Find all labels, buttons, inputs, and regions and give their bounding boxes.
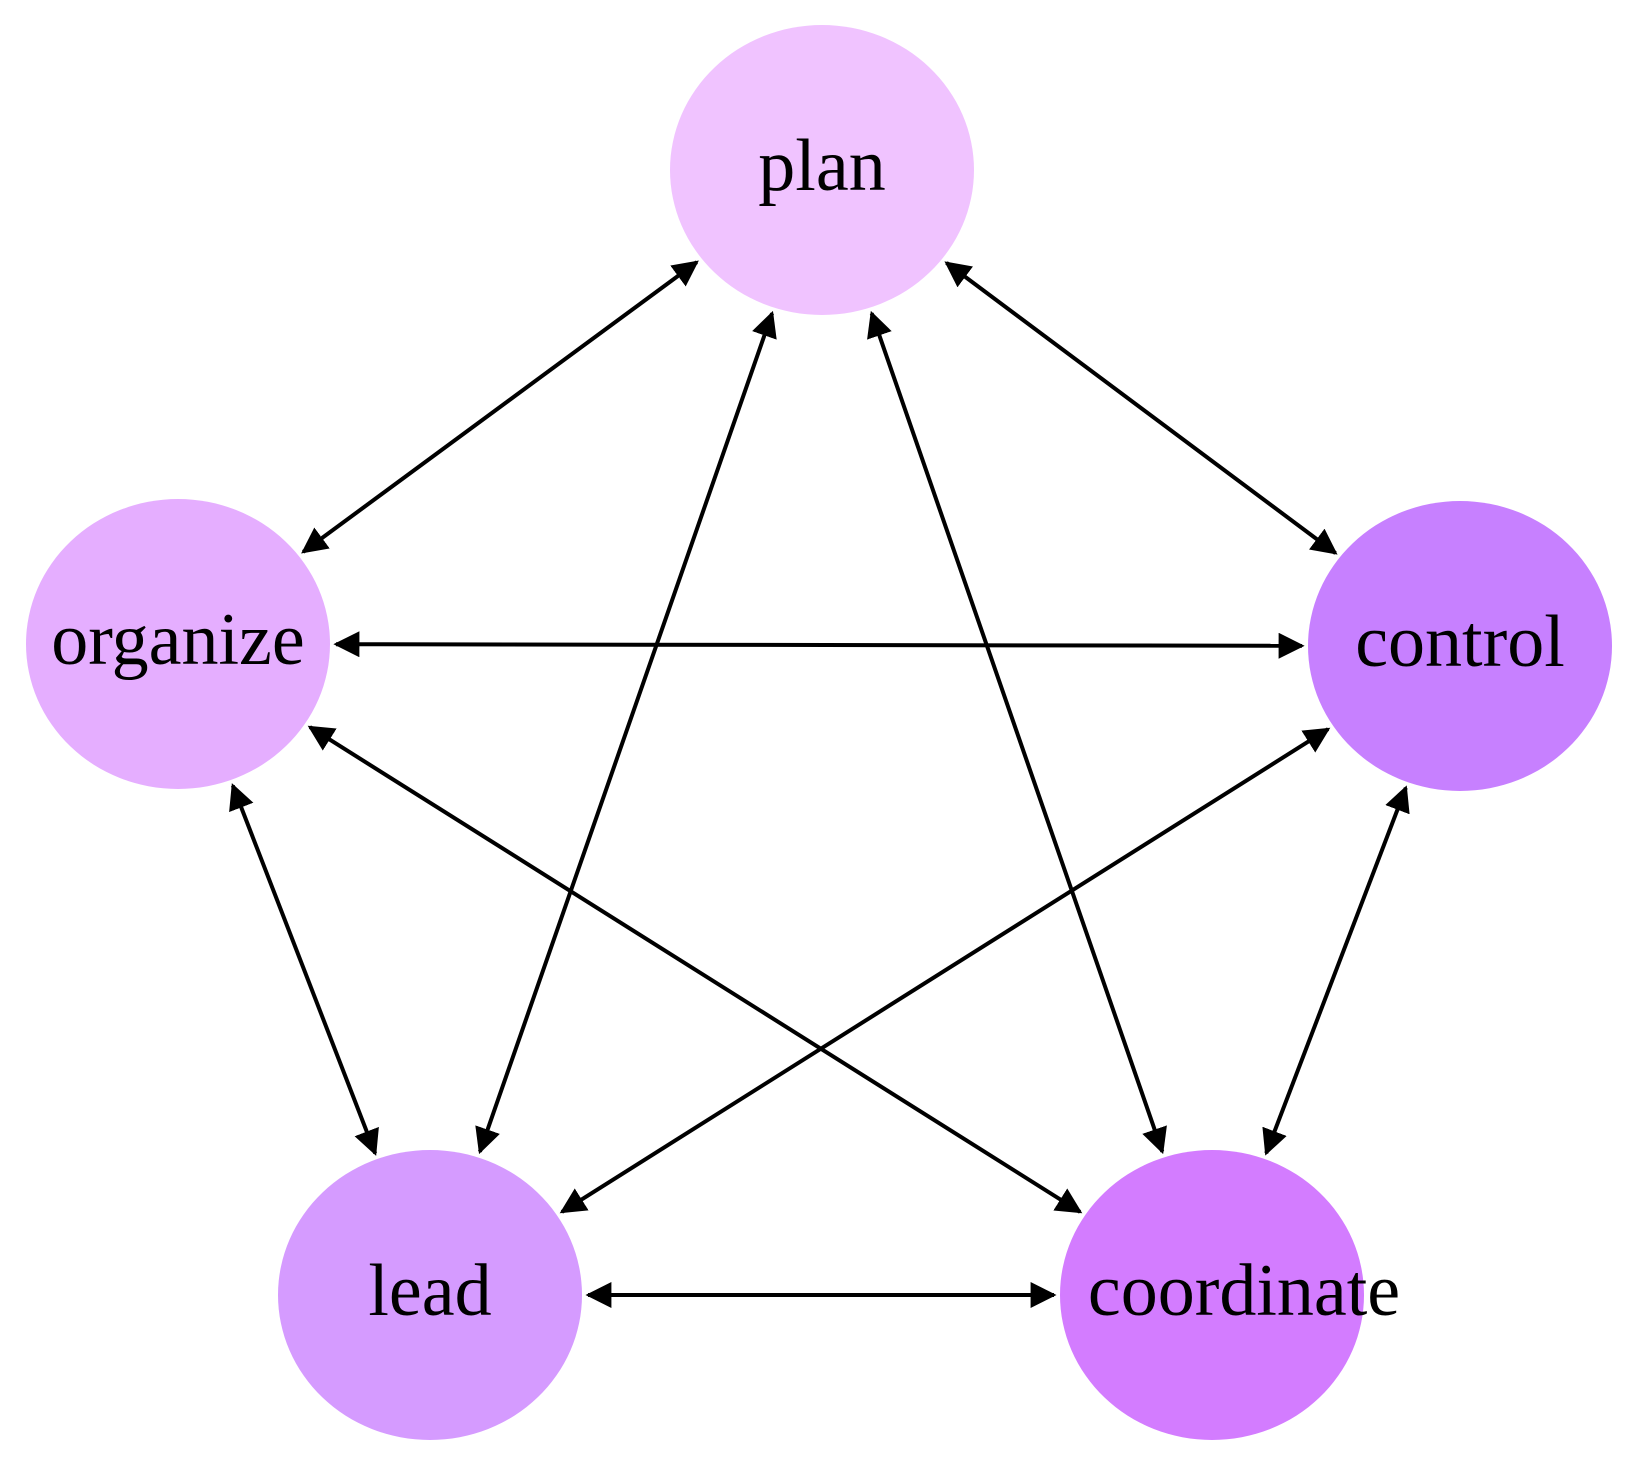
node-organize: organize (26, 499, 330, 789)
nodes-layer: plan organize control lead coordinate (26, 25, 1612, 1440)
node-label-coordinate: coordinate (1088, 1250, 1400, 1332)
node-circle-lead (278, 1150, 582, 1440)
node-circle-organize (26, 499, 330, 789)
edge-control-coordinate (1262, 785, 1410, 1156)
node-circle-plan (670, 25, 974, 315)
node-label-plan: plan (758, 125, 885, 207)
edge-plan-coordinate (867, 310, 1167, 1155)
edge-plan-control (944, 261, 1338, 555)
node-label-organize: organize (51, 599, 304, 681)
node-circle-coordinate (1060, 1150, 1364, 1440)
node-lead: lead (278, 1150, 582, 1440)
edge-plan-organize (301, 260, 699, 554)
node-plan: plan (670, 25, 974, 315)
edge-organize-control (333, 631, 1305, 659)
edge-organize-lead (229, 783, 379, 1156)
node-label-control: control (1355, 601, 1565, 683)
edge-plan-lead (475, 310, 777, 1155)
node-coordinate: coordinate (1060, 1150, 1400, 1440)
edges-layer (229, 260, 1410, 1308)
node-circle-control (1308, 501, 1612, 791)
edge-control-lead (559, 727, 1331, 1214)
edge-organize-coordinate (307, 725, 1083, 1214)
node-control: control (1308, 501, 1612, 791)
node-label-lead: lead (368, 1250, 491, 1332)
